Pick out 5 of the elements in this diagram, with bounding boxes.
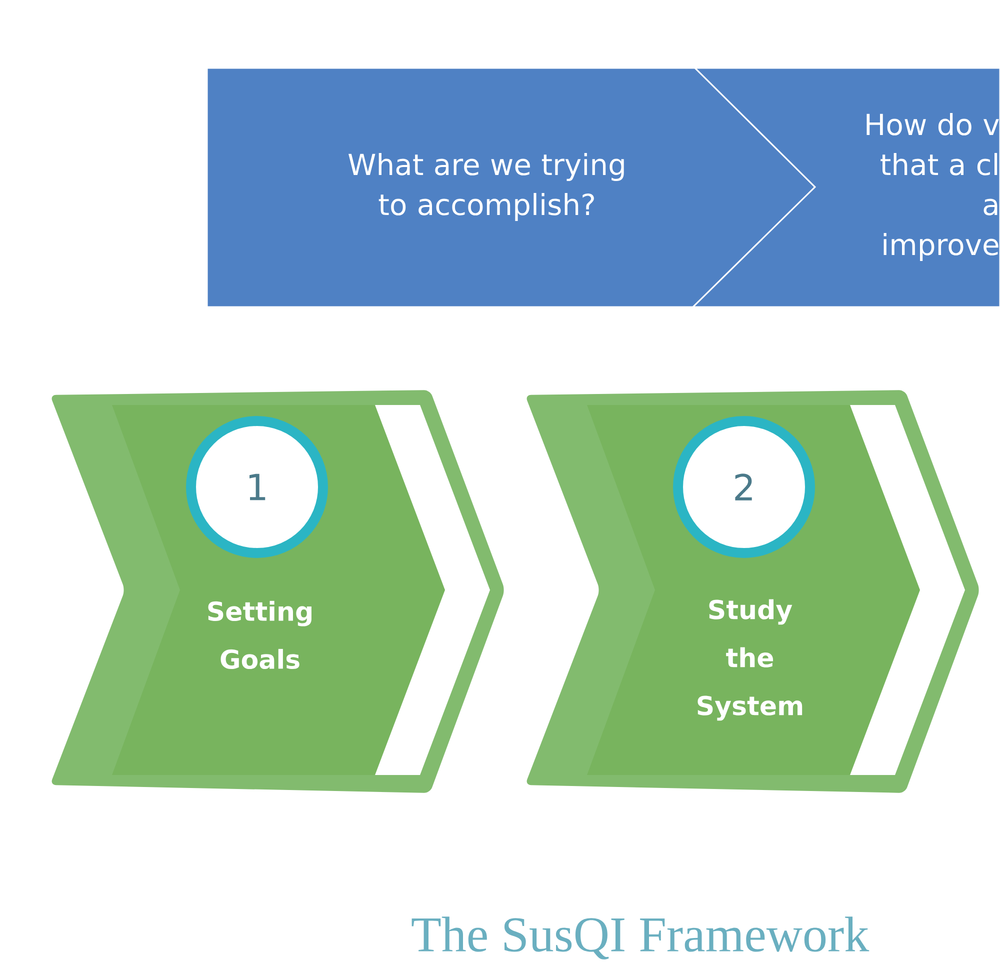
- node-label: improve: [884, 232, 998, 262]
- node-label: How do v: [866, 112, 999, 136]
- node-label: a: [984, 198, 998, 216]
- title: The SusQI Framework: [412, 916, 870, 960]
- node-label: that a cl: [880, 152, 998, 176]
